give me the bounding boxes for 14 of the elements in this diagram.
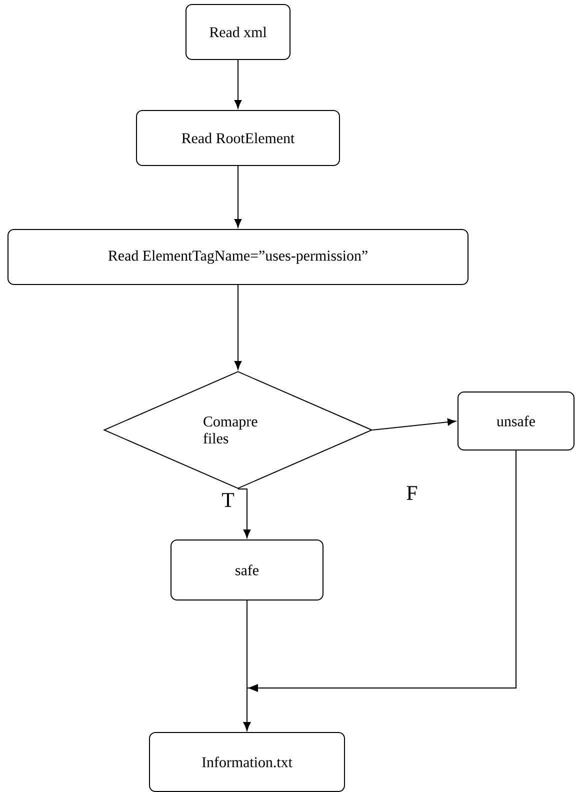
arrow (234, 284, 242, 370)
arrow (238, 488, 251, 538)
arrow (372, 418, 456, 430)
arrow (234, 60, 242, 109)
process-box: Read RootElement (136, 110, 340, 166)
edge-label: T (220, 492, 236, 508)
arrow (234, 166, 242, 228)
process-box: unsafe (458, 392, 574, 450)
process-box: Read ElementTagName=”uses-permission” (8, 229, 468, 285)
edge-label: F (405, 485, 419, 501)
process-box: Read xml (186, 4, 290, 60)
arrow (243, 450, 516, 731)
process-box: Information.txt (149, 732, 345, 792)
process-box: safe (170, 540, 324, 600)
